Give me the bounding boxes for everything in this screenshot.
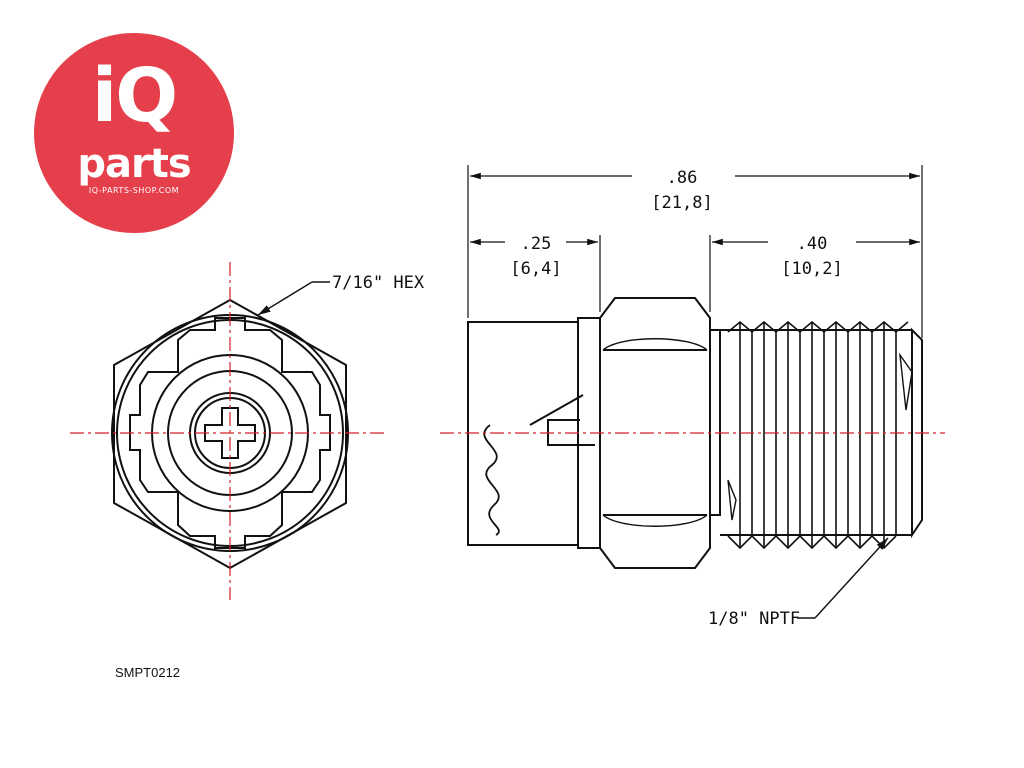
valve-cross (204, 407, 256, 459)
iq-parts-logo[interactable]: iQ parts IQ-PARTS-SHOP.COM (34, 33, 234, 233)
dim-barb-mm: [6,4] (510, 259, 561, 279)
logo-brand-top: iQ (91, 53, 178, 139)
dim-overall-in: .86 (667, 168, 698, 188)
logo-tagline: IQ-PARTS-SHOP.COM (88, 186, 180, 195)
dim-barb-in: .25 (521, 234, 552, 254)
coupling-body-outline (129, 317, 331, 549)
logo-brand-bottom: parts (77, 141, 191, 187)
thread-body (710, 329, 721, 516)
hex-leader: 7/16" HEX (257, 273, 425, 316)
thread-lines (727, 320, 909, 550)
dim-thread-mm: [10,2] (781, 259, 842, 279)
front-centerlines (70, 262, 385, 600)
dim-thread-in: .40 (797, 234, 828, 254)
side-view (467, 297, 923, 569)
hex-label: 7/16" HEX (332, 273, 425, 293)
dim-overall-mm: [21,8] (651, 193, 712, 213)
dimension-lines (467, 165, 923, 338)
part-number: SMPT0212 (115, 665, 181, 680)
cpc-mark (483, 424, 500, 536)
thread-label: 1/8" NPTF (708, 609, 800, 629)
hex-nut (599, 297, 711, 569)
thread-leader: 1/8" NPTF (708, 537, 889, 629)
